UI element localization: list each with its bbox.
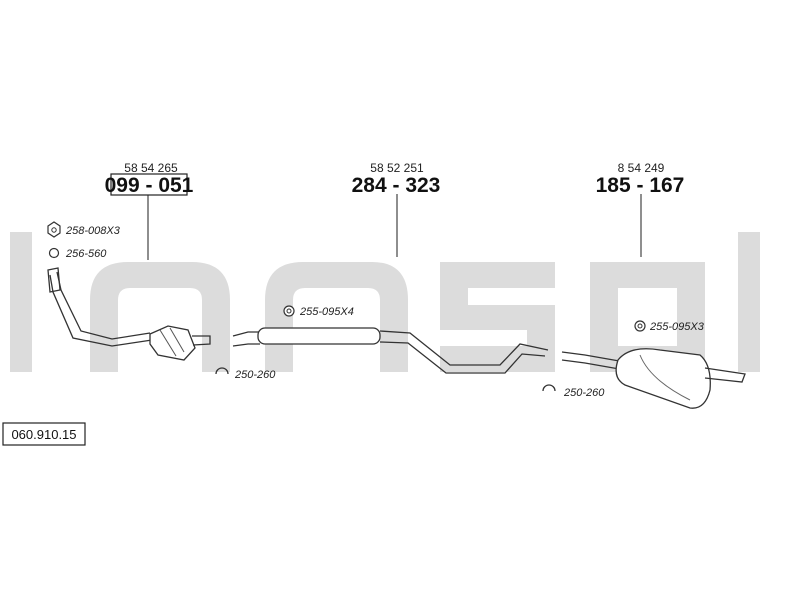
front-pipe-catalyst[interactable] — [47, 267, 211, 361]
oem-number-3: 8 54 249 — [618, 161, 665, 175]
clamp-rear-icon — [542, 384, 556, 392]
watermark-block-4 — [440, 262, 555, 372]
part-number-3[interactable]: 185 - 167 — [596, 174, 685, 197]
watermark-block-2 — [90, 262, 230, 372]
clamp-rear-label: 250-260 — [563, 387, 605, 399]
rear-silencer[interactable] — [561, 348, 746, 409]
oem-number-1: 58 54 265 — [124, 161, 178, 175]
part-number-2[interactable]: 284 - 323 — [352, 174, 441, 197]
middle-pipe[interactable] — [232, 327, 549, 374]
part-number-1[interactable]: 099 - 051 — [105, 174, 194, 197]
oem-number-2: 58 52 251 — [370, 161, 424, 175]
hanger-mid-label: 255-095X4 — [299, 306, 354, 318]
part-number-box-1 — [110, 173, 188, 196]
nut-hole-icon — [51, 227, 57, 233]
clamp-front-label: 250-260 — [234, 369, 276, 381]
hanger-rear-label: 255-095X3 — [649, 321, 705, 333]
watermark-block-1 — [10, 232, 32, 372]
gasket-label: 256-560 — [65, 248, 107, 260]
hanger-rear-icon — [634, 320, 646, 332]
nut-icon — [47, 221, 61, 238]
nut-label: 258-008X3 — [65, 225, 121, 237]
gasket-icon — [48, 247, 60, 259]
catalog-number-box — [2, 422, 86, 446]
hanger-mid-icon — [283, 305, 295, 317]
watermark-block-6 — [738, 232, 760, 372]
clamp-front-icon — [215, 367, 229, 375]
watermark-block-3 — [265, 262, 408, 372]
catalog-number: 060.910.15 — [11, 427, 76, 442]
